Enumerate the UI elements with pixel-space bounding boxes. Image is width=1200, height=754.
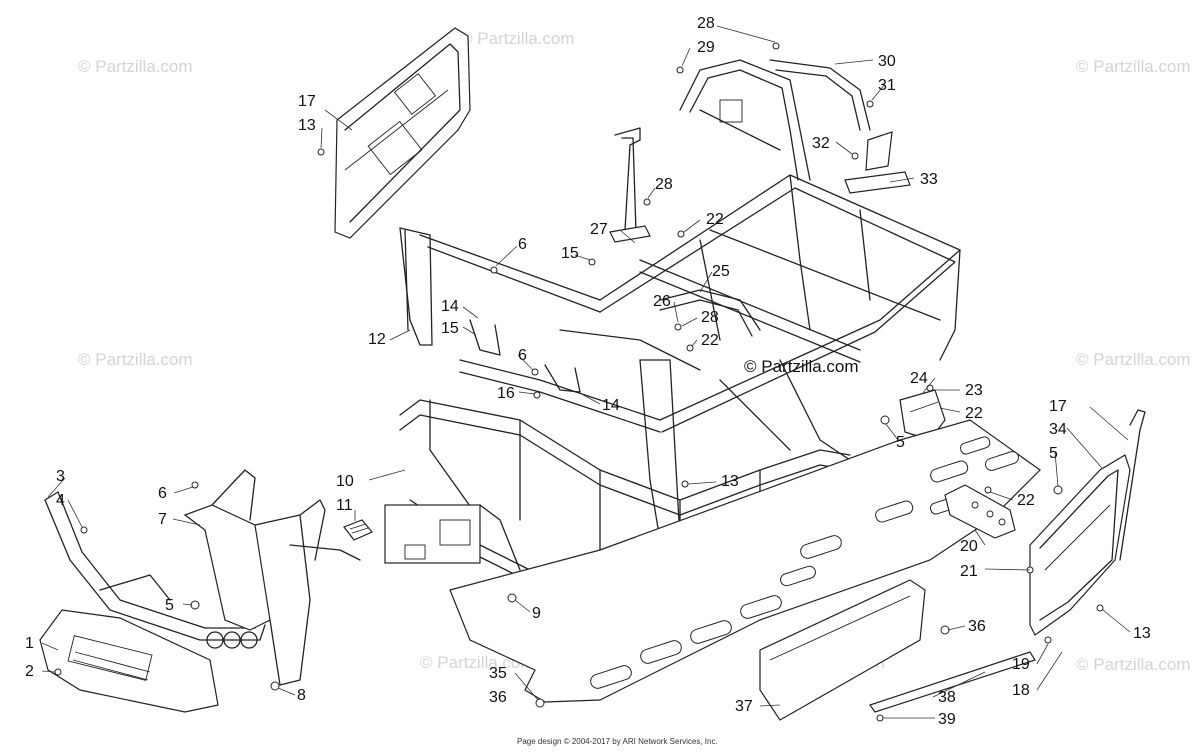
callout-label: 24 <box>910 370 928 387</box>
callout-label: 4 <box>56 492 65 509</box>
callout-label: 37 <box>735 698 753 715</box>
callout-label: 31 <box>878 77 896 94</box>
callout-label: 14 <box>602 397 620 414</box>
callout-label: 20 <box>960 538 978 555</box>
callout-labels: 28 29 30 31 32 33 17 13 28 27 22 6 15 25… <box>25 15 1151 728</box>
callout-label: 15 <box>561 245 579 262</box>
callout-label: 39 <box>938 711 956 728</box>
callout-label: 32 <box>812 135 830 152</box>
callout-label: 3 <box>56 468 65 485</box>
callout-label: 14 <box>441 298 459 315</box>
main-frame <box>384 59 961 588</box>
callout-label: 38 <box>938 689 956 706</box>
callout-label: 22 <box>706 211 724 228</box>
watermark: © Partzilla.com <box>420 653 535 672</box>
callout-label: 13 <box>721 473 739 490</box>
callout-label: 7 <box>158 511 167 528</box>
callout-label: 22 <box>1017 492 1035 509</box>
watermark: © Partzilla.com <box>1076 57 1191 76</box>
callout-label: 5 <box>165 597 174 614</box>
callout-label: 30 <box>878 53 896 70</box>
callout-label: 17 <box>1049 398 1067 415</box>
callout-label: 10 <box>336 473 354 490</box>
leader-lines <box>41 25 1131 719</box>
callout-label: 34 <box>1049 421 1067 438</box>
callout-label: 36 <box>489 689 507 706</box>
callout-label: 25 <box>712 263 730 280</box>
callout-label: 6 <box>158 485 167 502</box>
callout-label: 9 <box>532 605 541 622</box>
callout-label: 26 <box>653 293 671 310</box>
main-skid-plate <box>449 419 1041 703</box>
callout-label: 13 <box>1133 625 1151 642</box>
callout-label: 6 <box>518 236 527 253</box>
watermark: © Partzilla.com <box>78 57 193 76</box>
callout-label: 28 <box>697 15 715 32</box>
callout-label: 36 <box>968 618 986 635</box>
callout-label: 5 <box>896 434 905 451</box>
callout-label: 21 <box>960 563 978 580</box>
bumper-mount-bracket <box>183 469 361 686</box>
callout-label: 13 <box>298 117 316 134</box>
callout-label: 22 <box>965 405 983 422</box>
rear-left-side-panel <box>334 27 471 239</box>
callout-label: 2 <box>25 663 34 680</box>
callout-label: 15 <box>441 320 459 337</box>
callout-label: 27 <box>590 221 608 238</box>
step-bracket <box>944 484 1016 539</box>
callout-label: 16 <box>497 385 515 402</box>
callout-label: 23 <box>965 382 983 399</box>
callout-label: 6 <box>518 347 527 364</box>
callout-label: 28 <box>701 309 719 326</box>
side-skid-plate <box>759 579 926 721</box>
callout-label: 19 <box>1012 656 1030 673</box>
callout-label: 5 <box>1049 445 1058 462</box>
callout-label: 28 <box>655 176 673 193</box>
watermark: © Partzilla.com <box>1076 350 1191 369</box>
angle-trim <box>869 651 1036 713</box>
watermark: © Partzilla.com <box>78 350 193 369</box>
skid-plate-small <box>343 519 373 541</box>
callout-label: 8 <box>297 687 306 704</box>
watermark: © Partzilla.com <box>460 29 575 48</box>
footer-credit: Page design © 2004-2017 by ARI Network S… <box>517 737 718 746</box>
callout-label: 29 <box>697 39 715 56</box>
callout-label: 1 <box>25 635 34 652</box>
watermark: © Partzilla.com <box>1076 655 1191 674</box>
callout-label: 35 <box>489 665 507 682</box>
callout-label: 17 <box>298 93 316 110</box>
callout-label: 22 <box>701 332 719 349</box>
callout-label: 12 <box>368 331 386 348</box>
callout-label: 33 <box>920 171 938 188</box>
callout-label: 11 <box>336 497 353 514</box>
rear-right-side-panel <box>1029 409 1146 636</box>
callout-label: 18 <box>1012 682 1030 699</box>
